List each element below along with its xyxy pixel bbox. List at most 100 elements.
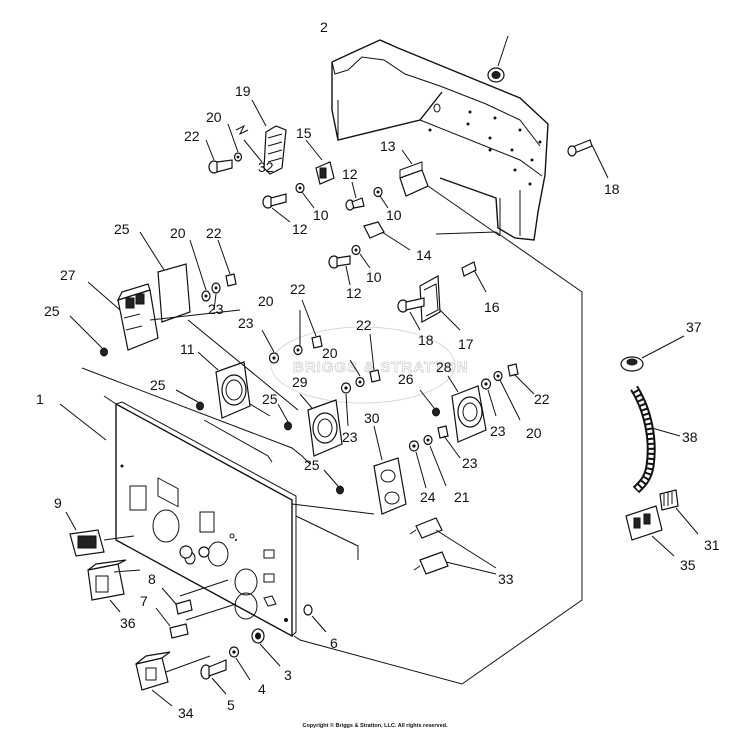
screw-21 bbox=[205, 139, 233, 174]
nut-25-r28 bbox=[277, 403, 292, 431]
washers-23-20-panel bbox=[179, 545, 210, 559]
grommet-38 bbox=[487, 35, 509, 83]
wire-harness-37 bbox=[630, 385, 681, 494]
callout-28: 29 bbox=[292, 374, 308, 390]
callout-5: 5 bbox=[227, 697, 235, 713]
indicator-8 bbox=[161, 587, 193, 615]
callout-15: 15 bbox=[296, 125, 312, 141]
callout-7: 7 bbox=[140, 593, 148, 609]
outlet-33 bbox=[135, 651, 173, 707]
spring-clip-31 bbox=[235, 124, 263, 163]
screw-18-mid bbox=[397, 297, 425, 331]
indicator-7 bbox=[155, 607, 189, 639]
callout-20e: 20 bbox=[526, 425, 542, 441]
switch-15 bbox=[305, 139, 335, 185]
callout-33: 34 bbox=[178, 705, 194, 721]
callout-4: 4 bbox=[258, 681, 266, 697]
callout-20a: 20 bbox=[206, 109, 222, 125]
watermark: BRIGGS & STRATTON bbox=[270, 326, 469, 404]
callout-27: 28 bbox=[436, 359, 452, 375]
callout-25e: 26 bbox=[398, 371, 414, 387]
callout-23c: 23 bbox=[342, 429, 358, 445]
connector-30 bbox=[659, 489, 699, 535]
callout-10b: 10 bbox=[386, 207, 402, 223]
callout-23d: 23 bbox=[490, 423, 506, 439]
switch-35 bbox=[87, 559, 127, 613]
fasteners-12-10-low bbox=[328, 244, 371, 286]
callout-35: 36 bbox=[120, 615, 136, 631]
callout-18b: 18 bbox=[604, 181, 620, 197]
receptacle-28 bbox=[299, 393, 343, 457]
callout-29: 30 bbox=[364, 410, 380, 426]
callout-10c: 10 bbox=[366, 269, 382, 285]
nut-25-r27 bbox=[419, 389, 440, 417]
callout-1: 1 bbox=[36, 391, 44, 407]
standoff-16 bbox=[461, 261, 487, 293]
terminal-block-19 bbox=[251, 99, 287, 175]
screw-18-top bbox=[567, 139, 609, 179]
washer-20-top bbox=[227, 123, 243, 162]
callout-9: 9 bbox=[54, 495, 62, 511]
receptacle-27 bbox=[447, 375, 487, 443]
callout-22a: 22 bbox=[206, 225, 222, 241]
callout-22c: 22 bbox=[356, 317, 372, 333]
callout-32: 33 bbox=[498, 571, 514, 587]
cap-36 bbox=[620, 335, 685, 372]
callout-23a: 23 bbox=[208, 301, 224, 317]
callout-17: 17 bbox=[458, 336, 474, 352]
callout-20f: 21 bbox=[454, 489, 470, 505]
washers-20-23-22-mid bbox=[261, 299, 323, 364]
assembly-lines bbox=[81, 231, 583, 685]
callout-12b: 12 bbox=[342, 166, 358, 182]
nut-25-r29 bbox=[323, 469, 344, 495]
circuit-breaker-26 bbox=[87, 281, 159, 351]
callout-36: 37 bbox=[686, 319, 702, 335]
mounting-holes bbox=[428, 110, 542, 186]
washer-4 bbox=[228, 646, 251, 681]
callout-22e: 23 bbox=[462, 455, 478, 471]
callout-labels: 1 2 3 4 5 6 7 8 9 10 10 10 11 12 12 12 1… bbox=[36, 19, 720, 721]
control-panel-1 bbox=[59, 395, 297, 638]
callout-25c: 25 bbox=[262, 391, 278, 407]
watermark-text: BRIGGS & STRATTON bbox=[293, 359, 469, 376]
callout-31: 32 bbox=[258, 159, 274, 175]
callout-20c: 20 bbox=[258, 293, 274, 309]
callout-13: 13 bbox=[380, 138, 396, 154]
callout-16: 16 bbox=[484, 299, 500, 315]
callout-10a: 10 bbox=[313, 207, 329, 223]
component-13 bbox=[399, 149, 501, 237]
callout-18a: 18 bbox=[418, 332, 434, 348]
callout-23b: 23 bbox=[238, 315, 254, 331]
fasteners-12-10-left bbox=[262, 182, 315, 223]
bracket-24 bbox=[139, 231, 191, 323]
washers-20-23-22-r28 bbox=[340, 333, 381, 427]
connector-34 bbox=[625, 505, 675, 557]
copyright-footer: Copyright © Briggs & Stratton, LLC. All … bbox=[302, 723, 448, 729]
duplex-receptacle-29 bbox=[373, 425, 407, 515]
callout-37: 38 bbox=[682, 429, 698, 445]
callout-25b: 25 bbox=[150, 377, 166, 393]
fuse-holder-32b bbox=[413, 551, 497, 575]
component-14 bbox=[363, 221, 411, 251]
washers-23-20-22-r29 bbox=[408, 425, 461, 489]
fasteners-12-10-mid bbox=[345, 181, 389, 211]
fuse-holder-32a bbox=[409, 517, 497, 569]
grommet-6 bbox=[303, 604, 327, 633]
callout-26: 27 bbox=[60, 267, 76, 283]
callout-12c: 12 bbox=[346, 285, 362, 301]
callout-30: 31 bbox=[704, 537, 720, 553]
hour-meter-9 bbox=[65, 511, 105, 557]
callout-19: 19 bbox=[235, 83, 251, 99]
callout-22d: 22 bbox=[534, 391, 550, 407]
callout-8: 8 bbox=[148, 571, 156, 587]
callout-20b: 20 bbox=[170, 225, 186, 241]
callout-2: 2 bbox=[320, 19, 328, 35]
callout-23e: 24 bbox=[420, 489, 436, 505]
washers-23-20-22-r27 bbox=[480, 363, 535, 421]
control-box-housing bbox=[331, 39, 549, 241]
callout-3: 3 bbox=[284, 667, 292, 683]
callout-22b: 22 bbox=[290, 281, 306, 297]
callout-21: 22 bbox=[184, 128, 200, 144]
callout-24: 25 bbox=[114, 221, 130, 237]
